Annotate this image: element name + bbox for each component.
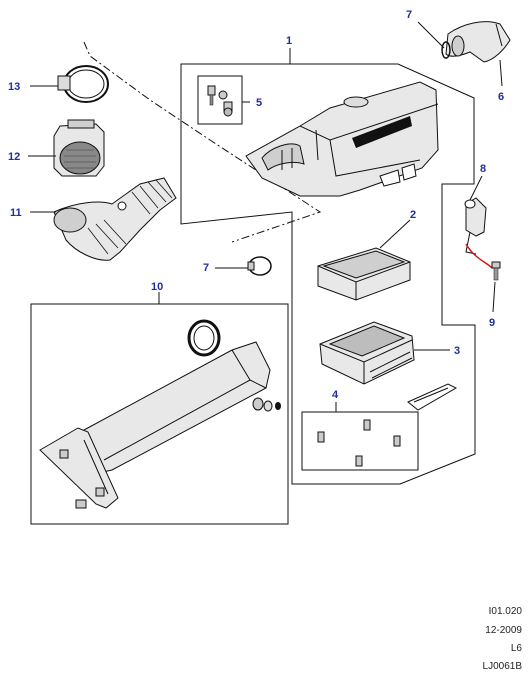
position-line: [83, 41, 322, 243]
bolt-kit-parts: [207, 85, 233, 117]
callout-11: 11: [10, 207, 22, 219]
callout-5: 5: [256, 97, 262, 109]
air-intake-resonator: [39, 319, 281, 509]
callout-9: 9: [489, 317, 495, 329]
callout-7-upper: 7: [406, 9, 412, 21]
bolt-kit-5-box: [197, 75, 243, 125]
mass-airflow-sensor: [53, 119, 105, 177]
reference-date: 12-2009: [485, 625, 522, 636]
pin-kit-4-box: [301, 411, 419, 471]
callout-6: 6: [498, 91, 504, 103]
callout-7-lower: 7: [203, 262, 209, 274]
inlet-duct: [445, 21, 511, 63]
callout-12: 12: [8, 151, 20, 163]
screw: [491, 261, 501, 281]
filter-element: [317, 247, 411, 301]
callout-10: 10: [151, 281, 163, 293]
callout-4: 4: [332, 389, 339, 401]
callout-2: 2: [410, 209, 416, 221]
hose-clamp-upper: [441, 41, 451, 59]
intake-hose: [53, 177, 177, 261]
assembly-1-outline: [180, 63, 476, 485]
hose-clamp-lower: [247, 256, 272, 276]
mounting-pins: [317, 383, 458, 467]
callout-13: 13: [8, 81, 20, 93]
callout-1: 1: [286, 35, 292, 47]
leader-lines: [28, 21, 503, 412]
air-cleaner-base: [319, 321, 415, 385]
reference-code: I01.020: [488, 606, 522, 617]
drawing-id: LJ0061B: [482, 661, 522, 672]
callout-8: 8: [480, 163, 486, 175]
air-cleaner-cover: [245, 81, 439, 197]
sensor: [464, 197, 493, 269]
callouts: 1 2 3 4 5 6 7 7 8 9 10 11 12 13: [8, 9, 504, 401]
callout-3: 3: [454, 345, 460, 357]
hose-clamp-13: [57, 65, 109, 103]
reference-model: L6: [510, 643, 522, 654]
